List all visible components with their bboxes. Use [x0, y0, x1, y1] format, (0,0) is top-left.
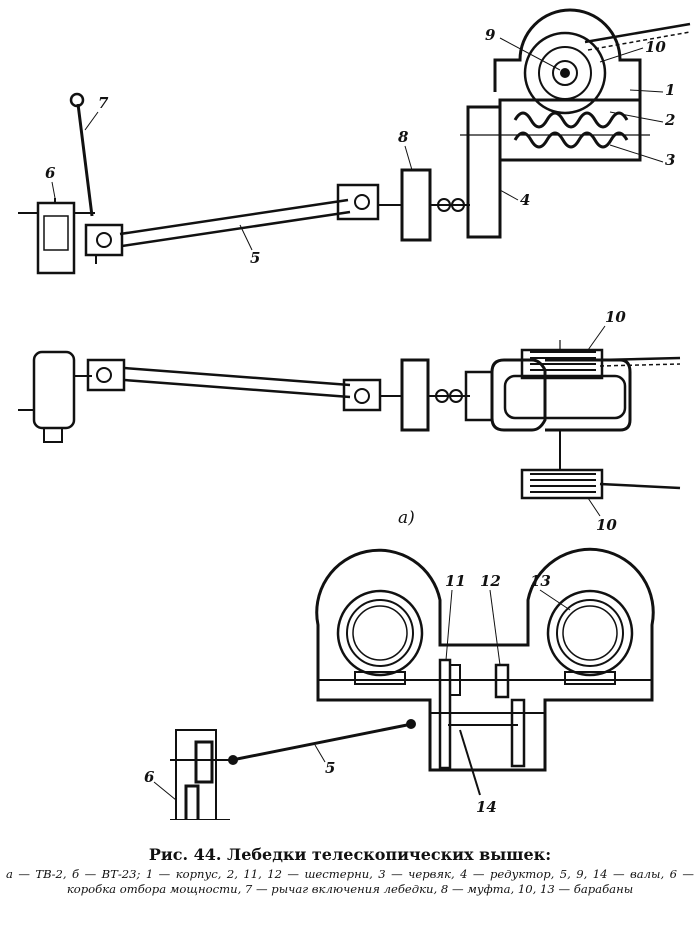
label-7: 7 [98, 94, 109, 112]
label-6-vt23: 6 [144, 768, 155, 786]
label-10-plan-upper: 10 [605, 308, 626, 326]
label-9: 9 [485, 26, 496, 44]
label-8: 8 [398, 128, 409, 146]
caption-title: Рис. 44. Лебедки телескопических вышек: [148, 845, 552, 864]
shaft-5-plan [123, 366, 351, 387]
label-3: 3 [665, 151, 675, 169]
label-5-top: 5 [250, 249, 260, 267]
coupling-8-top [400, 168, 432, 242]
drum-13-left [336, 589, 424, 677]
drum-13-right [546, 589, 634, 677]
tv2-side-view [18, 8, 691, 275]
gear-11 [438, 658, 452, 770]
label-1: 1 [665, 81, 675, 99]
gear-12 [494, 663, 510, 699]
caption-legend: а — ТВ-2, б — ВТ-23; 1 — корпус, 2, 11, … [6, 867, 694, 896]
label-10-top: 10 [645, 38, 666, 56]
label-4: 4 [520, 191, 530, 209]
label-11: 11 [445, 572, 466, 590]
label-12: 12 [480, 572, 501, 590]
reducer-plan [490, 358, 547, 432]
part-labels: 9 10 1 2 3 4 8 7 6 5 10 10 а) 11 12 13 5… [45, 26, 675, 816]
label-10-plan-lower: 10 [596, 516, 617, 534]
label-13: 13 [530, 572, 551, 590]
coupling-8-plan [400, 358, 430, 432]
label-6-top: 6 [45, 164, 56, 182]
vt23-view [170, 547, 655, 820]
reducer-4-top [466, 105, 502, 239]
drum-10-top [523, 31, 607, 115]
label-5-vt23: 5 [325, 759, 335, 777]
figure-caption: Рис. 44. Лебедки телескопических вышек: … [0, 845, 700, 897]
winch-lever [76, 103, 94, 217]
tv2-plan-view [18, 340, 681, 500]
vt23-housing [315, 547, 655, 772]
shaft-5-top [119, 198, 349, 236]
pto-box-vt23 [175, 729, 217, 820]
shaft-5-vt23 [231, 722, 413, 762]
subfigure-a-label: а) [398, 508, 415, 528]
drum-10-plan-upper [520, 348, 604, 380]
label-14: 14 [476, 798, 497, 816]
label-2: 2 [664, 111, 675, 129]
pto-box-plan [32, 350, 76, 430]
winch-diagram: 9 10 1 2 3 4 8 7 6 5 10 10 а) 11 12 13 5… [18, 8, 691, 820]
